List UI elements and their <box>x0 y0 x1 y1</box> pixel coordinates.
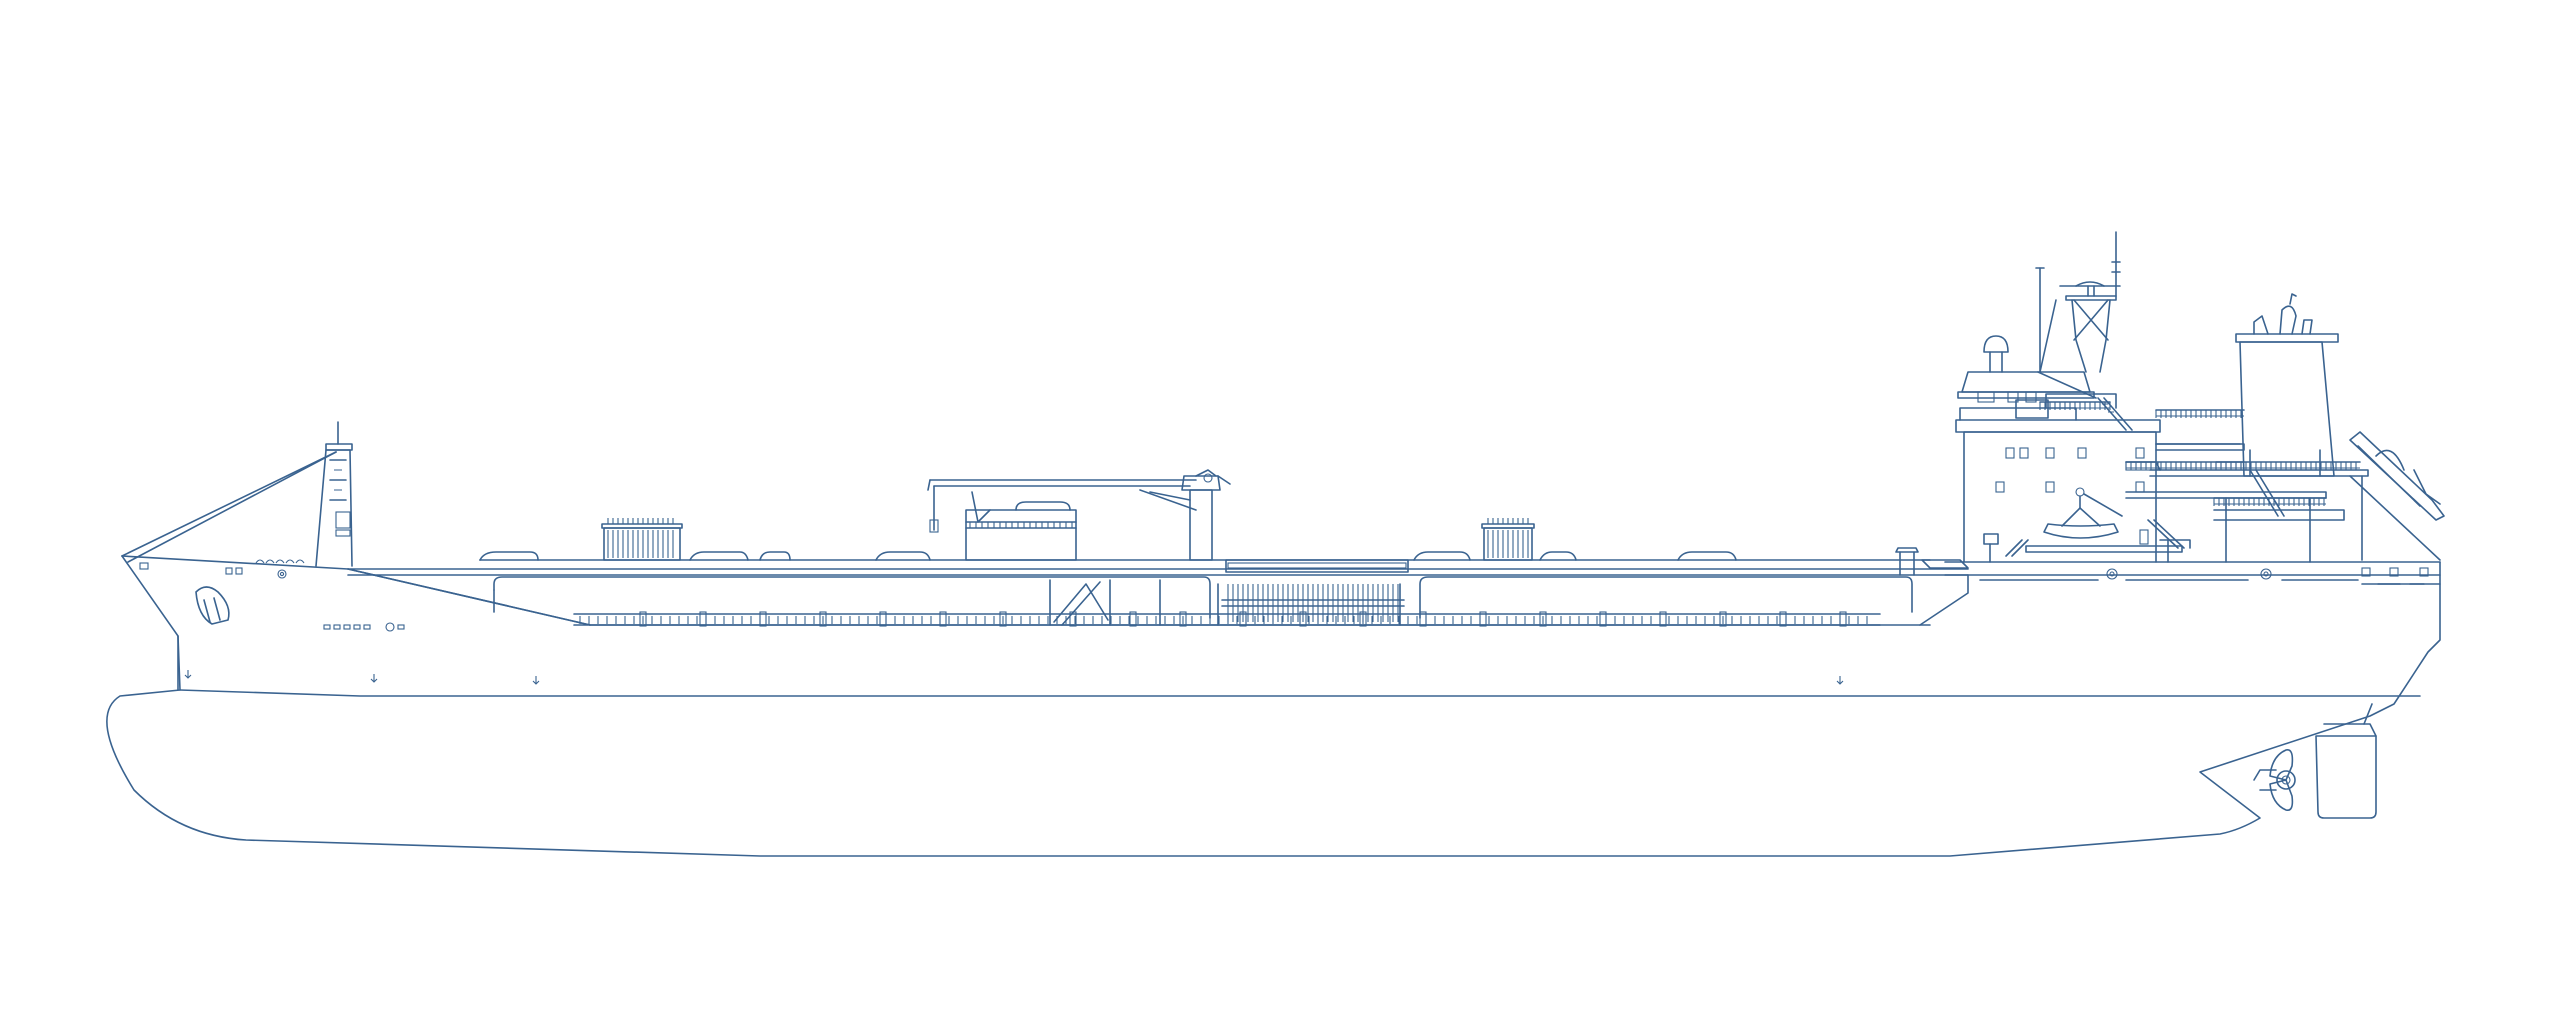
lifeboat-icon <box>2025 487 2183 553</box>
pipe-valve <box>939 611 947 627</box>
pipe-valve <box>1839 611 1847 627</box>
manifold-valves <box>1227 584 1399 622</box>
bow-icon <box>121 451 1844 685</box>
main-deck-railing-icon <box>479 551 1931 561</box>
forecastle-mast-icon <box>315 421 353 567</box>
pipe-valve <box>1659 611 1667 627</box>
pipe-valve <box>1719 611 1727 627</box>
pipe-valve <box>639 611 647 627</box>
window-row <box>1995 447 2149 545</box>
bridge-icon <box>1957 267 2097 419</box>
cargo-crane-icon <box>927 469 1231 561</box>
pipe-valve <box>1479 611 1487 627</box>
cargo-piping-icon <box>493 576 1913 627</box>
vent-stack-fwd <box>601 518 683 561</box>
pipe-valve <box>819 611 827 627</box>
deck-tank-icon <box>601 518 1535 561</box>
pipe-valve <box>1539 611 1547 627</box>
pipe-valve <box>699 611 707 627</box>
rescue-davit-icon <box>2349 431 2445 561</box>
superstructure-railings <box>2039 401 2361 506</box>
pipe-valve <box>999 611 1007 627</box>
pipe-valve <box>759 611 767 627</box>
rudder-icon <box>2315 703 2377 819</box>
superstructure-icon <box>1895 231 2441 585</box>
pipe-valve <box>1179 611 1187 627</box>
pipe-valve <box>879 611 887 627</box>
pipe-valve <box>1779 611 1787 627</box>
radar-mast-icon <box>2039 231 2121 373</box>
manifold-icon <box>1217 559 1409 626</box>
anchor-icon <box>195 586 230 625</box>
porthole-row <box>323 622 405 632</box>
draft-marks <box>184 670 1844 685</box>
vent-stack-aft <box>1481 518 1535 561</box>
pipe-valve <box>1599 611 1607 627</box>
pipe-valve <box>1129 611 1137 627</box>
funnel-icon <box>2155 293 2339 477</box>
pipe-valve <box>1069 611 1077 627</box>
pipe-valve <box>1419 611 1427 627</box>
propeller-icon <box>2253 749 2296 812</box>
